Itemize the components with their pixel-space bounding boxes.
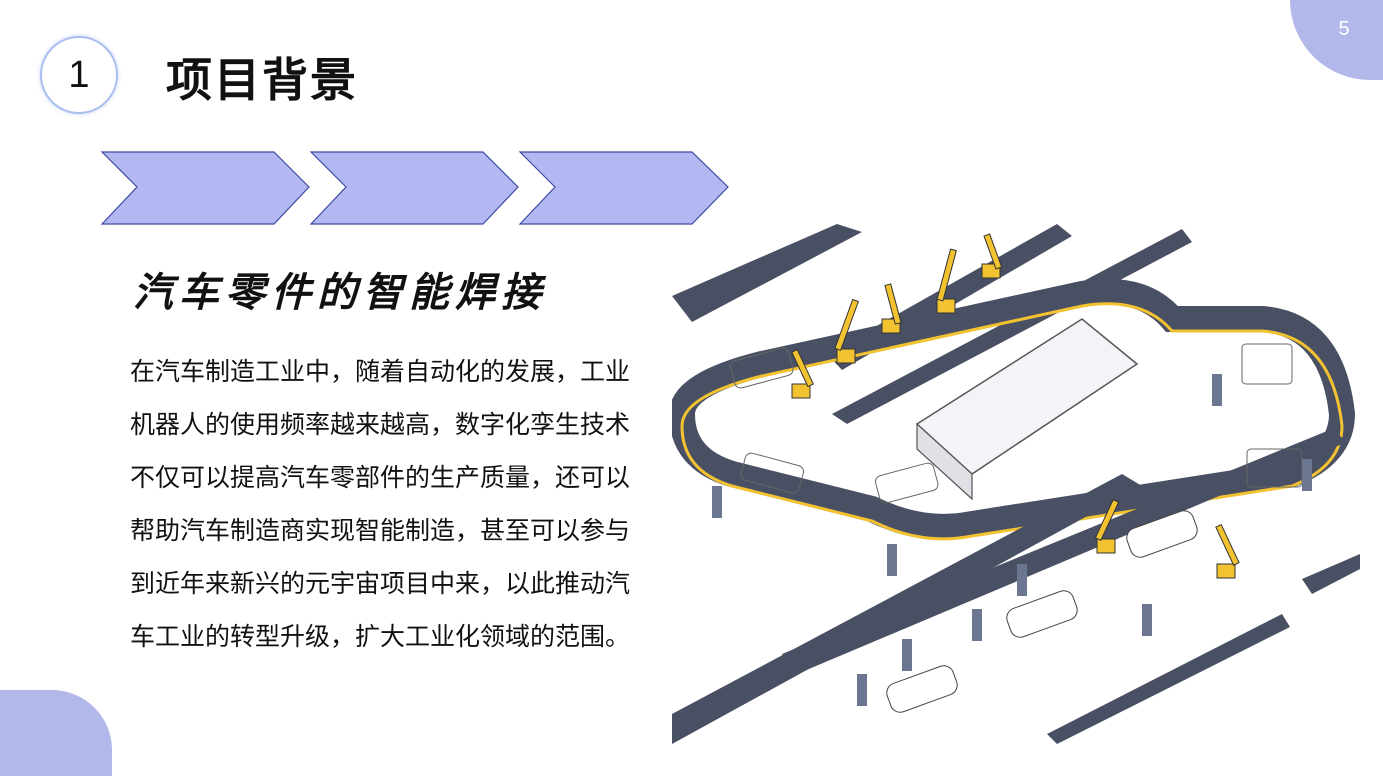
section-number: 1 <box>68 53 90 96</box>
assembly-line-illustration <box>672 224 1360 744</box>
worker <box>712 374 1312 706</box>
car <box>886 665 958 713</box>
conveyor-belt <box>672 224 862 322</box>
conveyor-belt <box>1302 554 1360 594</box>
tunnel <box>915 318 1139 475</box>
loop-track <box>672 278 1356 540</box>
car <box>1006 590 1078 638</box>
car <box>1126 510 1198 558</box>
car-frame <box>1241 343 1293 385</box>
conveyor-belt <box>1047 614 1290 744</box>
chevron-1 <box>100 151 310 225</box>
page-title: 项目背景 <box>166 53 358 107</box>
car-frame <box>874 462 939 504</box>
conveyor-belt <box>782 429 1347 674</box>
robot-arm <box>791 233 1240 579</box>
car-frame <box>729 347 794 389</box>
car-frame <box>740 452 805 494</box>
section-number-badge: 1 <box>40 36 118 114</box>
loop-track-stripe <box>680 302 1344 541</box>
chevron-arrows <box>100 151 729 225</box>
subtitle: 汽车零件的智能焊接 <box>133 269 547 316</box>
chevron-2 <box>309 151 519 225</box>
tunnel-side <box>916 422 973 501</box>
chevron-3 <box>518 151 729 225</box>
page-number: 5 <box>1338 18 1350 40</box>
conveyor-belt <box>832 229 1192 424</box>
corner-decoration-bottom-left <box>0 690 112 776</box>
body-paragraph: 在汽车制造工业中，随着自动化的发展，工业机器人的使用频率越来越高，数字化孪生技术… <box>130 357 631 651</box>
